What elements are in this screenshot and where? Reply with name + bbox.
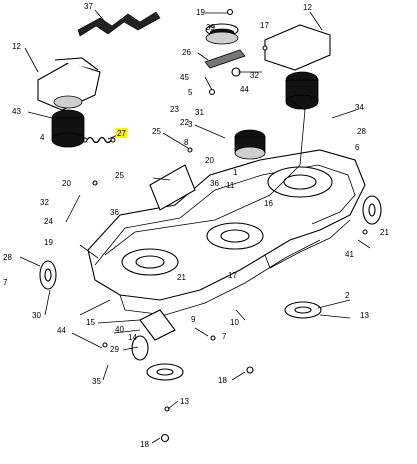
lower-bracket [139, 309, 176, 341]
label-37: 37 [84, 2, 93, 11]
label-34: 34 [355, 103, 364, 112]
label-43: 43 [12, 107, 21, 116]
label-18-right: 18 [218, 376, 227, 385]
label-25-left: 25 [115, 171, 124, 180]
leader-lines [19, 9, 371, 444]
label-15: 15 [86, 318, 95, 327]
label-30: 30 [32, 311, 41, 320]
label-19: 19 [196, 8, 205, 17]
label-18-bottom: 18 [140, 440, 149, 449]
highlight-27-box [116, 128, 127, 138]
label-2: 2 [345, 291, 350, 300]
label-21-center: 21 [177, 273, 186, 282]
label-26: 26 [182, 48, 191, 57]
gauge-wheels [39, 195, 382, 381]
label-29: 29 [110, 345, 119, 354]
label-12-top-right: 12 [303, 3, 312, 12]
label-32-top: 32 [250, 71, 259, 80]
label-23: 23 [170, 105, 179, 114]
idler-pulley-39 [205, 23, 239, 45]
spring-27 [82, 136, 116, 144]
label-1: 1 [233, 168, 238, 177]
label-45: 45 [180, 73, 189, 82]
label-8: 8 [184, 138, 189, 147]
belt-route [104, 99, 306, 256]
label-44-top: 44 [240, 85, 249, 94]
center-spindle-31 [234, 129, 266, 160]
right-spindle-assembly [264, 24, 331, 110]
label-39: 39 [206, 23, 215, 32]
label-27: 27 [117, 129, 126, 138]
label-19-left: 19 [44, 238, 53, 247]
part-labels: 37 19 39 12 17 12 26 32 45 5 44 43 4 27 … [3, 2, 389, 449]
label-9: 9 [191, 315, 196, 324]
deck-housing [87, 149, 366, 316]
label-24: 24 [44, 217, 53, 226]
label-6: 6 [355, 143, 360, 152]
label-20-center: 20 [205, 156, 214, 165]
label-28-left: 28 [3, 253, 12, 262]
label-28-right: 28 [357, 127, 366, 136]
label-3: 3 [188, 120, 193, 129]
label-7-center: 7 [222, 332, 227, 341]
label-40: 40 [115, 325, 124, 334]
label-32-left: 32 [40, 198, 49, 207]
label-17-center: 17 [228, 271, 237, 280]
deck-belt-37 [77, 11, 161, 37]
label-35: 35 [92, 377, 101, 386]
label-5-top: 5 [188, 88, 193, 97]
label-36-left: 36 [110, 208, 119, 217]
label-44: 44 [57, 326, 66, 335]
hardware-bolts [92, 8, 368, 443]
label-36-center: 36 [210, 179, 219, 188]
idler-arm-26 [204, 49, 246, 77]
label-25-top: 25 [152, 127, 161, 136]
label-7-left: 7 [3, 278, 8, 287]
label-4: 4 [40, 133, 45, 142]
left-spindle-assembly [37, 57, 101, 148]
label-10: 10 [230, 318, 239, 327]
label-16: 16 [264, 199, 273, 208]
label-17-top: 17 [260, 21, 269, 30]
label-13-bottom: 13 [180, 397, 189, 406]
label-11: 11 [226, 181, 235, 190]
label-12-left: 12 [12, 42, 21, 51]
label-20-left: 20 [62, 179, 71, 188]
label-22: 22 [180, 118, 189, 127]
label-41: 41 [345, 250, 354, 259]
label-31: 31 [195, 108, 204, 117]
belt-cover-bracket [149, 164, 196, 211]
label-14: 14 [128, 333, 137, 342]
label-21-right: 21 [380, 228, 389, 237]
label-13-right: 13 [360, 311, 369, 320]
